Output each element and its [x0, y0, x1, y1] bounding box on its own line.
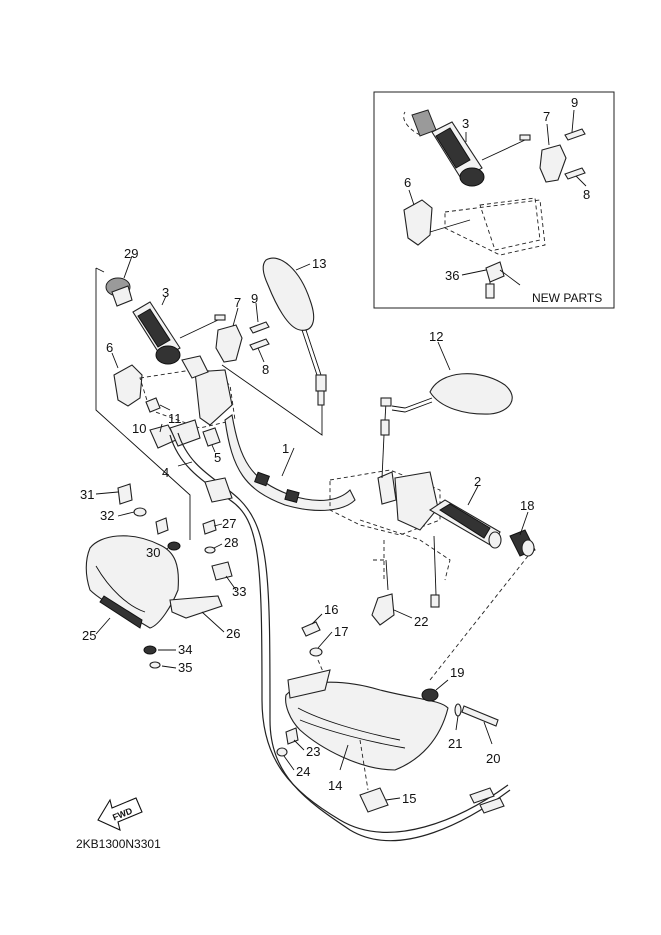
screw-part-11 — [145, 397, 161, 413]
callout-27: 27 — [222, 516, 236, 531]
callout-5: 5 — [214, 450, 221, 465]
callout-7: 7 — [234, 295, 241, 310]
callout-12: 12 — [429, 329, 443, 344]
bolt-part-31 — [117, 483, 133, 505]
callout-13: 13 — [312, 256, 326, 271]
stay-part-26 — [169, 595, 223, 619]
callout-4: 4 — [162, 465, 169, 480]
handguard-part-14 — [285, 669, 449, 771]
right-mirror-part-12 — [391, 373, 513, 415]
callout-23: 23 — [306, 744, 320, 759]
callout-11: 11 — [168, 411, 182, 426]
callout-9: 9 — [251, 291, 258, 306]
assembly-border-left — [95, 268, 191, 540]
bracket-part-22 — [371, 593, 395, 626]
callout-26: 26 — [226, 626, 240, 641]
inset-callout-6: 6 — [404, 175, 411, 190]
inset-new-parts: 3 7 9 8 6 36 NEW PARTS — [373, 91, 615, 309]
callout-35: 35 — [178, 660, 192, 675]
nut-part-34 — [143, 645, 157, 655]
callout-31: 31 — [80, 487, 94, 502]
inset-callout-8: 8 — [583, 187, 590, 202]
callout-17: 17 — [334, 624, 348, 639]
switch-part-6 — [113, 364, 143, 407]
callout-10: 10 — [132, 421, 146, 436]
inset-title: NEW PARTS — [532, 291, 602, 305]
left-grip-part-3 — [132, 301, 226, 365]
bar-end-part-29 — [105, 277, 133, 307]
inset-callout-36: 36 — [445, 268, 459, 283]
washer-part-21 — [454, 703, 462, 717]
bolt-part-23 — [285, 727, 299, 745]
callout-3: 3 — [162, 285, 169, 300]
washer-part-35 — [149, 661, 161, 669]
bolt-part-16 — [301, 621, 321, 637]
callout-21: 21 — [448, 736, 462, 751]
callout-22: 22 — [414, 614, 428, 629]
inset-grip-part-3 — [411, 109, 531, 187]
callout-6: 6 — [106, 340, 113, 355]
washer-part-28 — [204, 546, 216, 554]
washer-part-32 — [133, 507, 147, 517]
callout-34: 34 — [178, 642, 192, 657]
inset-callout-3: 3 — [462, 116, 469, 131]
clamp-part-7 — [215, 324, 243, 363]
assembly-border-right — [221, 364, 323, 436]
handlebar-part-1 — [224, 414, 356, 511]
bolt-part-27 — [202, 519, 217, 535]
inset-part-36 — [485, 261, 505, 283]
callout-20: 20 — [486, 751, 500, 766]
bar-end-part-18 — [509, 529, 536, 557]
callout-2: 2 — [474, 474, 481, 489]
washer-part-17 — [309, 647, 323, 657]
callout-32: 32 — [100, 508, 114, 523]
bolt-part-9 — [249, 321, 270, 334]
callout-29: 29 — [124, 246, 138, 261]
forward-arrow-icon: FWD — [97, 797, 143, 831]
right-grip-part-2 — [428, 499, 502, 549]
right-switch-body — [394, 471, 439, 531]
callout-15: 15 — [402, 791, 416, 806]
master-cylinder-body — [194, 369, 233, 426]
inset-callout-9: 9 — [571, 95, 578, 110]
inset-bolt-part-9 — [564, 128, 586, 141]
headlight-cowl-part-25 — [85, 535, 179, 629]
bracket-part-15 — [359, 787, 389, 813]
callout-25: 25 — [82, 628, 96, 643]
bolt-part-20 — [461, 705, 499, 727]
diagram-code: 2KB1300N3301 — [76, 837, 161, 851]
callout-18: 18 — [520, 498, 534, 513]
left-mirror-part-13 — [262, 257, 327, 406]
washer-part-24 — [276, 747, 288, 757]
callout-19: 19 — [450, 665, 464, 680]
callout-30: 30 — [146, 545, 160, 560]
bracket-part-33 — [211, 561, 233, 581]
inset-bolt-part-8 — [564, 167, 586, 180]
callout-14: 14 — [328, 778, 342, 793]
inset-switch-part-6 — [403, 199, 433, 246]
inset-callout-7: 7 — [543, 109, 550, 124]
callout-24: 24 — [296, 764, 310, 779]
callout-8: 8 — [262, 362, 269, 377]
callout-28: 28 — [224, 535, 238, 550]
inset-clamp-part-7 — [539, 144, 567, 183]
callout-33: 33 — [232, 584, 246, 599]
grommet-part-30 — [167, 541, 181, 551]
cable-guide-part-5 — [202, 427, 221, 447]
callout-1: 1 — [282, 441, 289, 456]
bolt-part-8 — [249, 338, 270, 351]
weight-part-19 — [421, 688, 439, 702]
callout-16: 16 — [324, 602, 338, 617]
